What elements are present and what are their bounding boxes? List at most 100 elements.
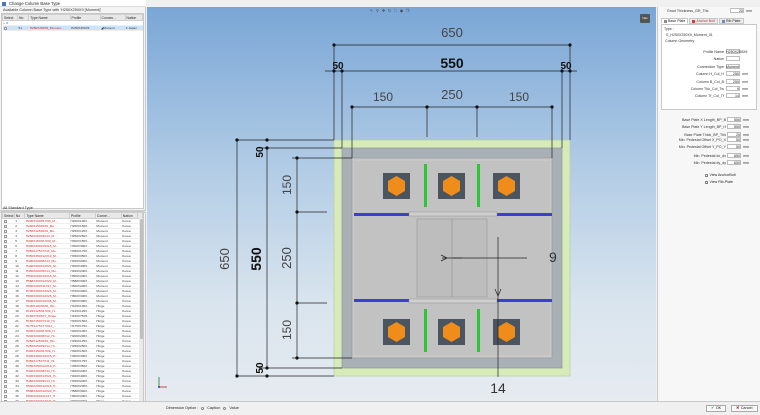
- row-checkbox[interactable]: [3, 289, 7, 293]
- fit-icon[interactable]: ⛶: [394, 8, 397, 13]
- nav-cube-button[interactable]: Nav: [640, 14, 650, 23]
- row-checkbox[interactable]: [3, 229, 7, 233]
- row-checkbox[interactable]: [3, 264, 7, 268]
- prop-input[interactable]: [727, 131, 741, 137]
- prop-input[interactable]: [727, 144, 741, 150]
- row-checkbox[interactable]: [3, 269, 7, 273]
- row-checkbox[interactable]: [3, 234, 7, 238]
- checkbox-checked-icon[interactable]: ✓: [705, 173, 709, 178]
- row-checkbox[interactable]: [3, 359, 7, 363]
- row-checkbox[interactable]: [3, 329, 7, 333]
- row-checkbox[interactable]: [3, 314, 7, 318]
- row-checkbox[interactable]: [3, 374, 7, 378]
- drawing-canvas[interactable]: ↖ ⚲ ✥ ↻ ⛶ ◉ ❐ Nav: [147, 7, 656, 401]
- row-checkbox[interactable]: [3, 219, 7, 223]
- prop-input[interactable]: [727, 117, 741, 122]
- row-checkbox[interactable]: [3, 244, 7, 248]
- row-checkbox[interactable]: [3, 369, 7, 373]
- row-checkbox[interactable]: [3, 364, 7, 368]
- row-checkbox[interactable]: [3, 319, 7, 323]
- prop-input[interactable]: [726, 56, 740, 62]
- row-checkbox[interactable]: [3, 254, 7, 258]
- row-checkbox[interactable]: [3, 299, 7, 303]
- row-checkbox[interactable]: [3, 344, 7, 348]
- view-anchorbolt-toggle[interactable]: ✓View AnchorBolt: [705, 173, 736, 178]
- row-checkbox[interactable]: [3, 259, 7, 263]
- scroll-thumb[interactable]: [139, 219, 143, 339]
- row-checkbox[interactable]: [3, 309, 7, 313]
- table-row[interactable]: 51 H250X250X9_Moment... H250X250X9 ◢Mome…: [2, 25, 143, 31]
- row-checkbox[interactable]: [3, 249, 7, 253]
- prop-input[interactable]: [727, 160, 741, 166]
- value-radio[interactable]: [223, 406, 227, 410]
- prop-input[interactable]: [727, 124, 741, 130]
- row-checkbox[interactable]: [3, 354, 7, 358]
- row-checkbox[interactable]: [3, 384, 7, 388]
- row-checkbox[interactable]: [3, 284, 7, 288]
- copy-icon[interactable]: ❐: [405, 8, 410, 13]
- row-checkbox[interactable]: [3, 239, 7, 243]
- rotate-icon[interactable]: ↻: [387, 8, 392, 13]
- row-checkbox[interactable]: [3, 379, 7, 383]
- row-checkbox[interactable]: [3, 394, 7, 398]
- prop-input[interactable]: [727, 153, 741, 158]
- tab-anchor-bolt[interactable]: Anchor Bolt: [689, 18, 718, 24]
- row-checkbox[interactable]: [3, 294, 7, 298]
- prop-input[interactable]: [727, 137, 741, 142]
- prop-input[interactable]: [726, 71, 740, 77]
- col-no[interactable]: No: [16, 14, 30, 21]
- grout-input[interactable]: [730, 8, 744, 13]
- ok-button[interactable]: ✔OK: [706, 405, 727, 412]
- caption-radio[interactable]: [201, 406, 205, 410]
- select-icon[interactable]: ↖: [369, 8, 374, 13]
- view-ribplate-toggle[interactable]: ✓View Rib-Plate: [705, 180, 734, 185]
- row-checkbox[interactable]: [3, 324, 7, 328]
- prop-input[interactable]: [726, 78, 740, 84]
- standard-scrollbar[interactable]: [139, 218, 143, 404]
- cancel-button[interactable]: ✖Cancel: [731, 405, 758, 412]
- row-checkbox[interactable]: [3, 304, 7, 308]
- row-checkbox[interactable]: [3, 26, 7, 30]
- col-connection[interactable]: Connec...: [99, 14, 126, 21]
- row-checkbox[interactable]: [3, 279, 7, 283]
- prop-input[interactable]: [726, 49, 740, 54]
- row-checkbox[interactable]: [3, 274, 7, 278]
- row-checkbox[interactable]: [3, 224, 7, 228]
- view-icon[interactable]: ◉: [399, 8, 404, 13]
- tab-base-plate[interactable]: Base Plate: [661, 18, 689, 24]
- col-select[interactable]: Select: [2, 212, 15, 219]
- filter-row[interactable]: ▸ ⊗: [2, 20, 143, 26]
- checkbox-checked-icon[interactable]: ✓: [705, 180, 709, 185]
- row-checkbox[interactable]: [3, 334, 7, 338]
